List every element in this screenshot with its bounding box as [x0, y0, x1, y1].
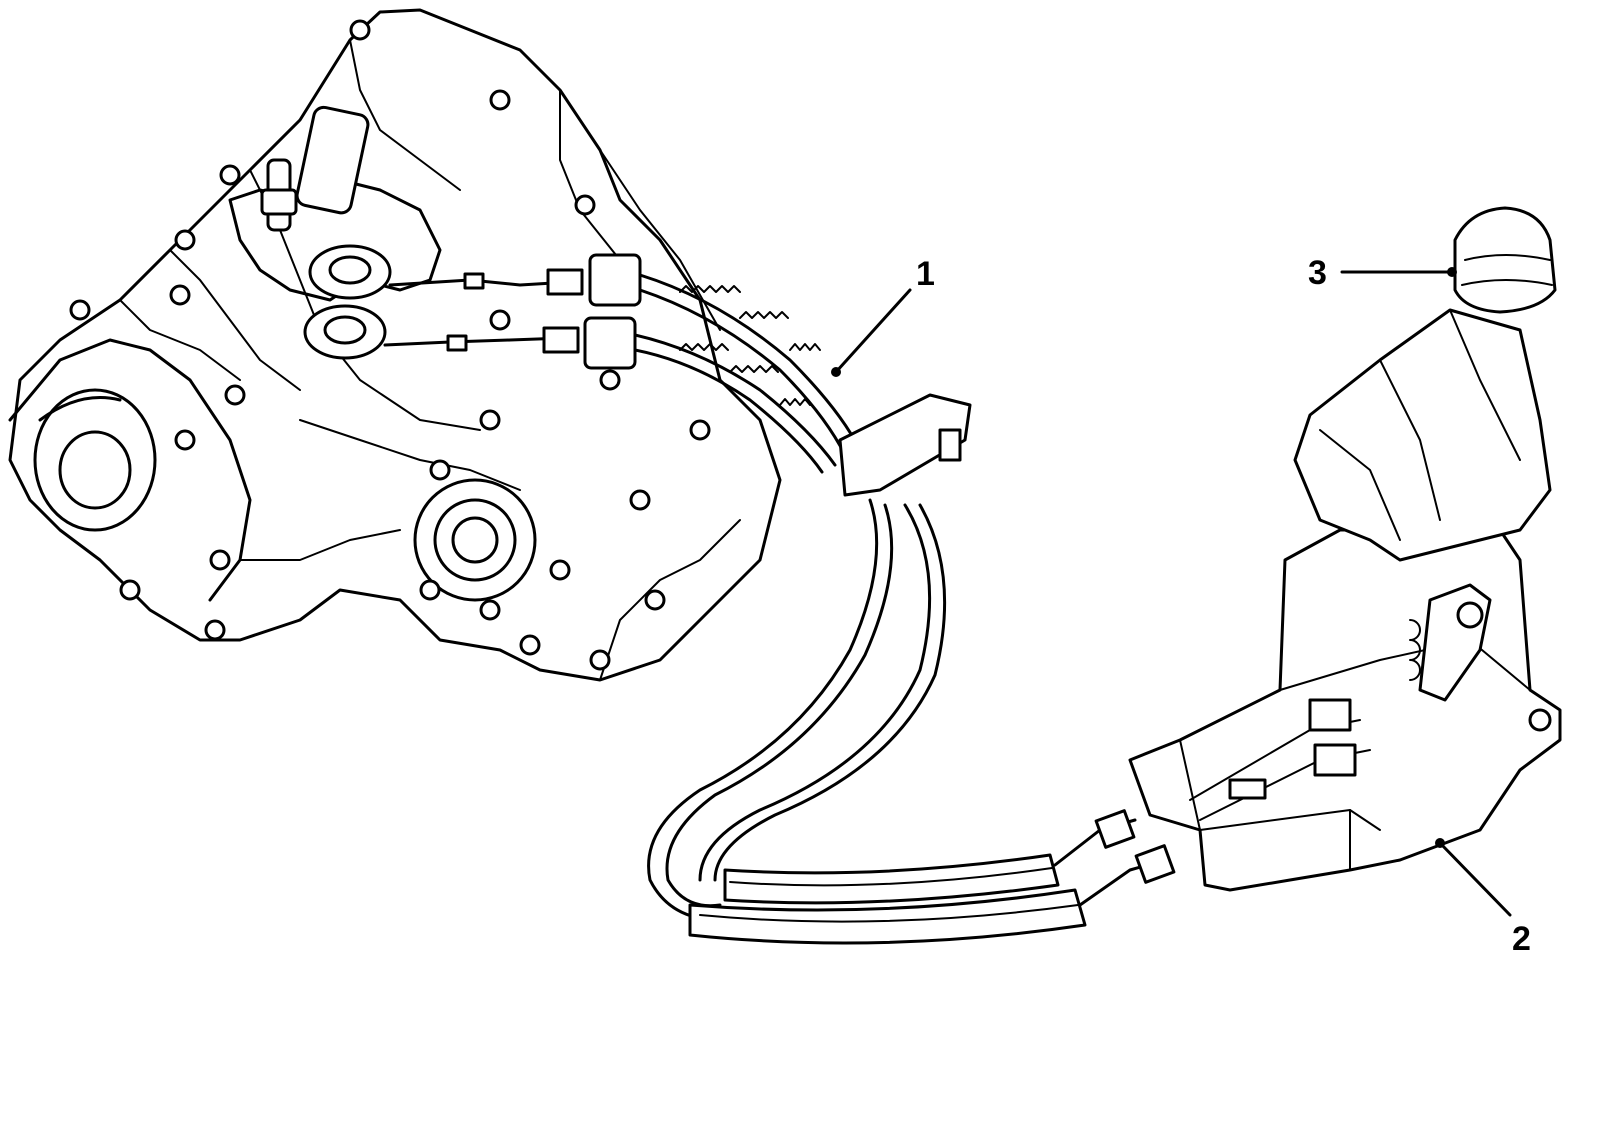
- callout-1-label: 1: [916, 255, 935, 293]
- callout-1: 1: [831, 255, 935, 377]
- callout-3: 3: [1308, 254, 1457, 292]
- callout-3-dot: [1447, 267, 1457, 277]
- callout-2-dot: [1435, 838, 1445, 848]
- gear-knob-and-boot: [1293, 206, 1557, 562]
- shift-cable-assembly: [303, 244, 1176, 945]
- callout-3-label: 3: [1308, 254, 1327, 292]
- callout-2-label: 2: [1512, 920, 1531, 958]
- callout-2: 2: [1435, 838, 1531, 958]
- callout-1-leader: [834, 288, 912, 374]
- gearbox-bolts: [69, 19, 711, 671]
- callout-1-dot: [831, 367, 841, 377]
- callout-2-leader: [1438, 841, 1512, 917]
- gear-shifter-housing: [1128, 528, 1562, 892]
